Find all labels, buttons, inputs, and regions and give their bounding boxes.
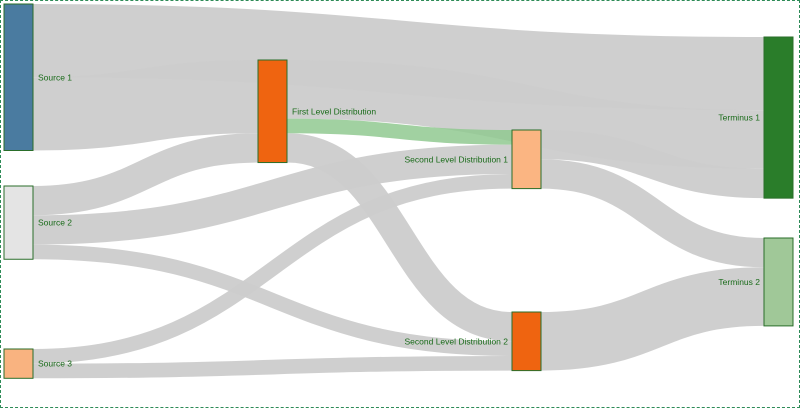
link-f1-to-d2: [286, 133, 513, 342]
link-f1-to-d1: [286, 118, 513, 145]
node-f1: [257, 59, 288, 164]
links-group: [32, 4, 765, 379]
node-label-t2: Terminus 2: [718, 277, 760, 287]
node-label-s1: Source 1: [38, 72, 72, 82]
node-label-f1: First Level Distribution: [292, 106, 376, 116]
node-label-d1: Second Level Distribution 1: [405, 154, 509, 164]
link-d2-to-t2: [540, 267, 765, 371]
node-t2: [763, 237, 794, 327]
nodes-group: [3, 3, 794, 379]
node-s1: [3, 3, 34, 151]
node-label-s3: Source 3: [38, 359, 72, 369]
link-s1-to-f1: [32, 60, 259, 151]
node-label-d2: Second Level Distribution 2: [405, 336, 509, 346]
link-s2-to-d2: [32, 244, 513, 356]
link-s3-to-d1: [32, 173, 513, 364]
node-d1: [511, 129, 542, 190]
link-s2-to-d1: [32, 144, 513, 245]
node-d2: [511, 311, 542, 372]
node-s2: [3, 185, 34, 260]
node-label-s2: Source 2: [38, 218, 72, 228]
link-s1-to-t1: [32, 4, 765, 111]
node-label-t1: Terminus 1: [718, 113, 760, 123]
link-s3-to-d2: [32, 355, 513, 379]
link-f1-to-t1: [286, 60, 765, 169]
node-s3: [3, 348, 34, 379]
node-t1: [763, 36, 794, 199]
link-d1-to-t1: [540, 130, 765, 199]
labels-group: Source 1 Source 2 Source 3 First Level Dist…: [38, 72, 760, 368]
link-d1-to-t2: [540, 159, 765, 268]
link-s2-to-f1: [32, 133, 259, 216]
